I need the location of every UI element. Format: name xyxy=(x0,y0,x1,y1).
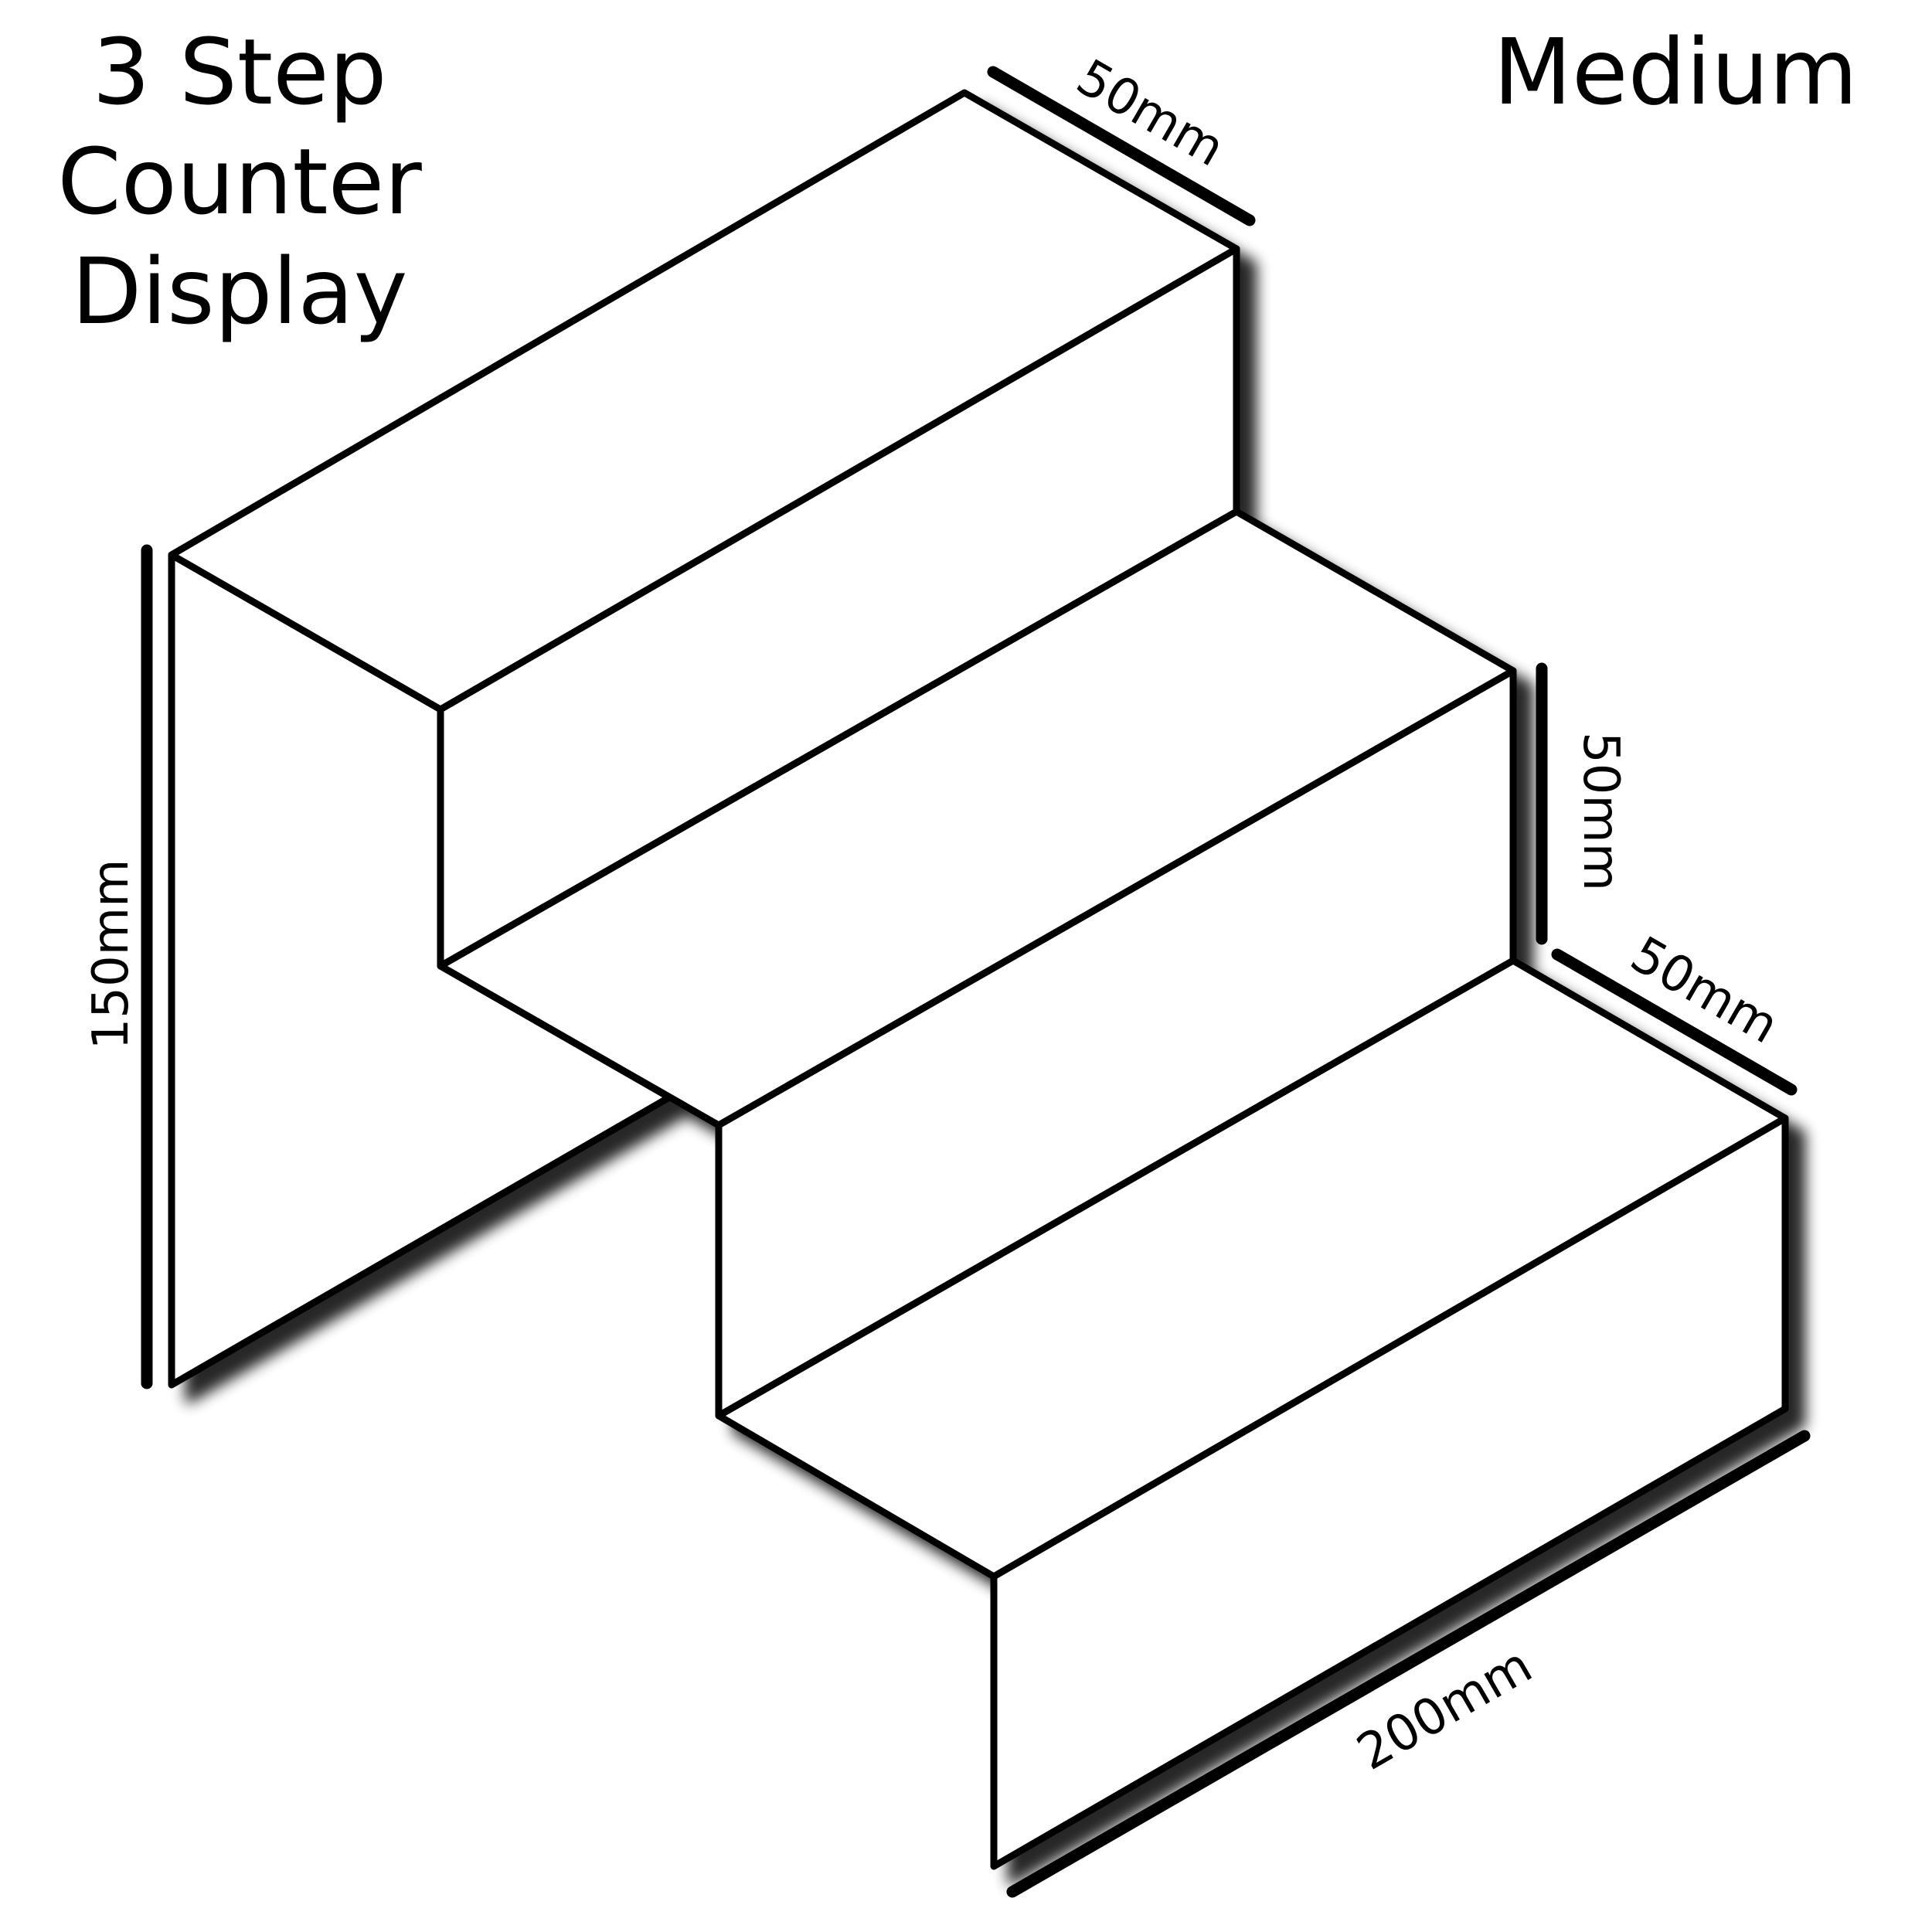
size-label: Medium xyxy=(1493,19,1858,125)
title-line-3: Display xyxy=(71,238,408,345)
stair-shape xyxy=(168,89,1789,1870)
dimension-bar-lower-depth xyxy=(1551,948,1798,1096)
dimension-bars xyxy=(141,66,1811,1898)
title-line-1: 3 Step xyxy=(92,19,387,125)
bottom-step-riser xyxy=(990,1114,1789,1870)
dimension-label-width: 200mm xyxy=(1348,1637,1542,1782)
dimension-label-step-height: 50mm xyxy=(1572,732,1629,891)
dimension-bar-width xyxy=(1006,1430,1811,1898)
dimension-label-total-height: 150mm xyxy=(83,859,140,1050)
dimension-bar-top-depth xyxy=(987,66,1256,226)
title-line-2: Counter xyxy=(57,128,422,235)
